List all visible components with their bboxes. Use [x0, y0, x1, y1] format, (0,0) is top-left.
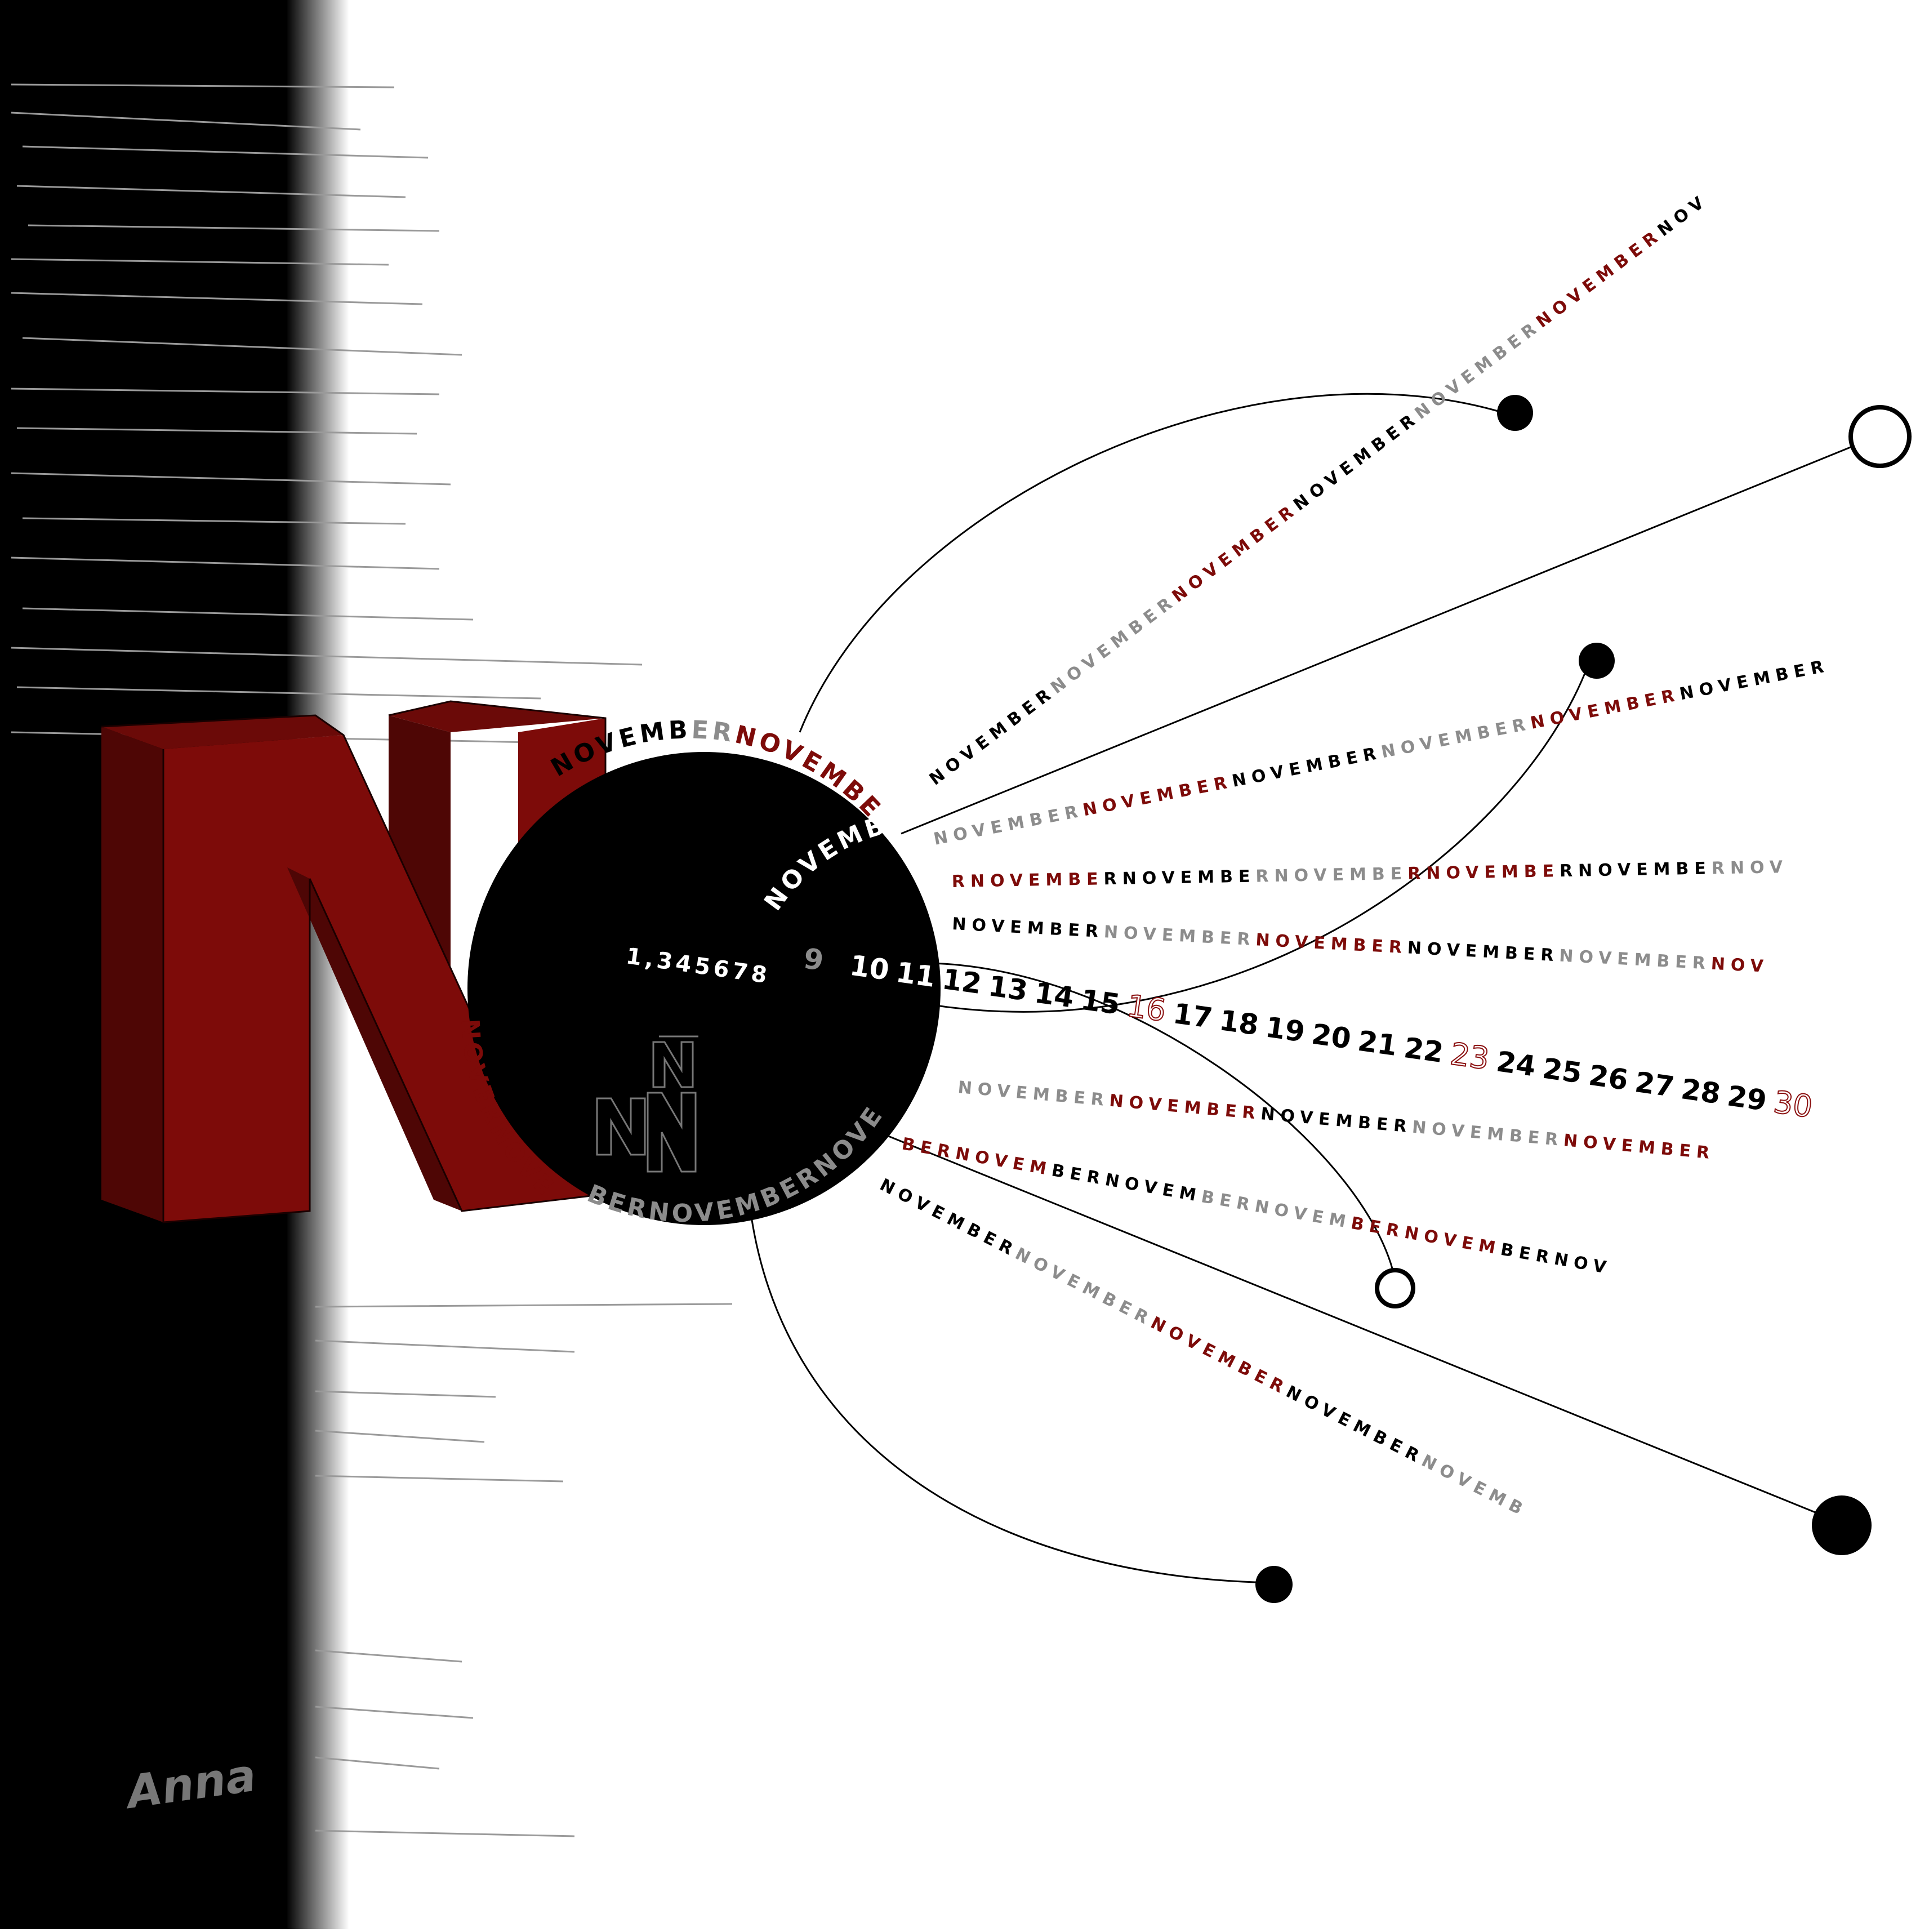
ray-text-chunk: BERNOVEM: [1050, 1160, 1203, 1206]
calendar-day: 19: [1263, 1010, 1307, 1048]
calendar-day: 22: [1402, 1031, 1445, 1069]
ray-group: NOVEMBERNOVEMBERNOVEMBERNOVEMBERNOVEMBER…: [876, 190, 1830, 1521]
scribble-lines: [11, 83, 733, 1837]
calendar-day: 20: [1309, 1018, 1353, 1056]
ray-text-chunk: NOVEMBER: [952, 914, 1104, 942]
dot-filled: [1497, 395, 1533, 431]
ray-text-chunk: NOVEMBER: [1147, 1313, 1291, 1400]
ray-text-chunk: RNOVEMBE: [1407, 861, 1560, 884]
calendar-day: 28: [1679, 1072, 1722, 1110]
ray-text-chunk: RNOVEMBE: [1560, 858, 1712, 881]
calendar-day: 14: [1032, 976, 1076, 1014]
calendar-day: 23: [1448, 1036, 1491, 1076]
ray-text: RNOVEMBERNOVEMBERNOVEMBERNOVEMBERNOVEMBE…: [952, 857, 1789, 892]
dot-hollow: [1375, 1268, 1415, 1308]
ray-text-chunk: NOVEMBER: [1678, 656, 1831, 705]
calendar-day: 13: [986, 969, 1030, 1007]
ray-text-chunk: RNOV: [1712, 857, 1789, 878]
orbit-lines: [748, 393, 1870, 1584]
dot-filled: [1579, 643, 1615, 679]
calendar-day: 29: [1725, 1079, 1768, 1117]
ray-text: NOVEMBERNOVEMBERNOVEMBERNOVEMBERNOVEMBER…: [952, 914, 1770, 977]
calendar-day: 17: [1171, 997, 1214, 1035]
calendar-day: 27: [1633, 1066, 1676, 1103]
calendar-day: 9: [801, 942, 826, 977]
calendar-day: 24: [1494, 1045, 1538, 1083]
ray-text-chunk: NOVEMBER: [1231, 743, 1384, 791]
calendar-day: 26: [1587, 1059, 1630, 1097]
calendar-day: 21: [1356, 1025, 1399, 1062]
orbit-dots: [1255, 395, 1912, 1603]
ring-top-part2: ER: [691, 715, 737, 748]
ray-text-chunk: NOVEMB: [1418, 1451, 1531, 1521]
ray-text-chunk: NOVEMBER: [1290, 408, 1423, 515]
ray-text-chunk: NOVEMBER: [1108, 1091, 1262, 1124]
dot-filled: [1255, 1566, 1293, 1603]
calendar-day: 15: [1079, 983, 1122, 1021]
ray-text-chunk: NOVEMBER: [1563, 1130, 1716, 1163]
ray-text-chunk: NOV: [1710, 954, 1770, 977]
calendar-day: 18: [1217, 1004, 1260, 1041]
ray-text-chunk: NOVEMBER: [1103, 922, 1256, 950]
ray-text-chunk: NOV: [1654, 190, 1712, 241]
ray-text-chunk: BERNOVEM: [1349, 1213, 1503, 1259]
calendar-day: 11: [894, 956, 937, 994]
ray-text-chunk: NOVEMBER: [1411, 1118, 1565, 1150]
calendar-day: 16: [1125, 988, 1168, 1029]
ray-text-chunk: BERNOVEM: [901, 1134, 1054, 1179]
dot-filled: [1812, 1495, 1872, 1555]
ray-text: NOVEMBERNOVEMBERNOVEMBERNOVEMBERNOVEMBER…: [926, 190, 1712, 789]
ray-text-chunk: RNOVEMBE: [1255, 864, 1407, 887]
ray-text-chunk: NOVEMBER: [1283, 1382, 1427, 1468]
black-disc: [467, 752, 941, 1225]
ray-text-chunk: RNOVEMBE: [952, 869, 1104, 892]
ray-text-chunk: NOVEMBER: [957, 1078, 1110, 1110]
ray-text-chunk: NOVEMBER: [1081, 772, 1235, 821]
ray-text-chunk: NOVEMBER: [926, 682, 1059, 789]
calendar-day: 30: [1771, 1084, 1815, 1125]
ray-text-chunk: NOVEMBER: [1169, 499, 1302, 606]
dark-hatch-lines: [0, 751, 153, 1174]
ray-text-chunk: NOVEMBER: [1047, 591, 1180, 698]
ray-text-chunk: NOVEMBER: [1532, 225, 1666, 332]
big-letter-n: N: [101, 700, 607, 1223]
calendar-day: 10: [848, 949, 891, 987]
ray-text-chunk: RNOVEMBE: [1103, 867, 1255, 889]
ray-text-chunk: NOVEMBER: [1012, 1244, 1156, 1330]
small-n-icons: [596, 1035, 698, 1173]
ray-text-chunk: NOVEMBER: [876, 1175, 1021, 1262]
ray-text-chunk: NOVEMBER: [1558, 946, 1711, 974]
dot-hollow: [1848, 405, 1912, 468]
ray-text-chunk: NOVEMBER: [1529, 685, 1682, 733]
ray-text-chunk: NOVEMBER: [1407, 938, 1560, 965]
ray-text-chunk: BERNOVEM: [1200, 1187, 1353, 1232]
ray-text-chunk: NOVEMBER: [932, 801, 1085, 849]
ray-text-chunk: NOVEMBER: [1380, 714, 1533, 763]
ray-text-chunk: NOVEMBER: [1255, 930, 1408, 958]
ray-text-chunk: NOVEMBER: [1260, 1104, 1413, 1137]
calendar-day: 12: [940, 963, 983, 1000]
calendar-day: 25: [1540, 1052, 1584, 1090]
ray-text-chunk: BERNOV: [1499, 1240, 1614, 1279]
